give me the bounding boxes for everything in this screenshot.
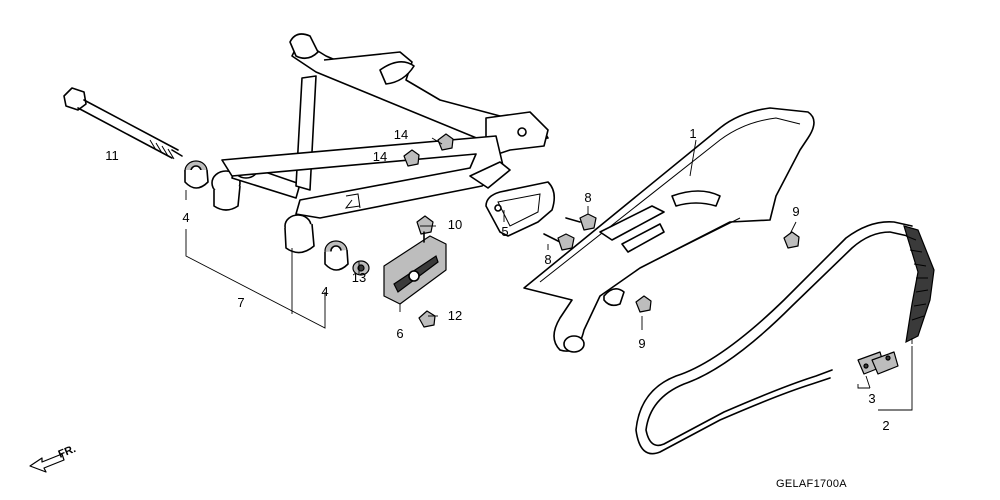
chain-slider[interactable]: [383, 235, 447, 305]
bush-right[interactable]: [324, 240, 349, 271]
joint-set[interactable]: [857, 351, 899, 375]
callout-nut-lower-14: 14: [373, 149, 387, 164]
nut-upper[interactable]: [437, 133, 454, 151]
callout-chain-slider: 6: [396, 326, 403, 341]
chain-guide[interactable]: [485, 181, 556, 237]
direction-label: FR.: [57, 443, 78, 461]
slider-nut[interactable]: [418, 310, 436, 328]
callout-bolt-upper: 8: [584, 190, 591, 205]
callout-bush-right: 4: [321, 284, 328, 299]
leader-lines: [185, 137, 913, 411]
callout-nut-lower: 9: [638, 336, 645, 351]
nut-lower[interactable]: [403, 149, 420, 167]
callout-nut-rear: 9: [792, 204, 799, 219]
callout-nut-upper: 14: [394, 127, 408, 142]
callout-joint-set: 3: [868, 391, 875, 406]
callout-bolt-flange: 10: [448, 217, 462, 232]
diagram-code: GELAF1700A: [776, 478, 847, 490]
chain-links: [903, 225, 935, 344]
callout-chain-case: 1: [689, 126, 696, 141]
chain-case[interactable]: [523, 107, 815, 353]
bolt-upper[interactable]: [565, 213, 597, 231]
callouts: 1 2 3 4 4 5 6 7 8 8 9 9 10 11 12 13 14 1…: [105, 126, 889, 433]
nut-lower-9[interactable]: [635, 295, 652, 313]
bolt-lower[interactable]: [543, 233, 575, 251]
callout-bolt-lower: 8: [544, 252, 551, 267]
callout-chain-guide: 5: [501, 224, 508, 239]
front-direction-arrow: FR.: [29, 443, 78, 473]
callout-pivot-bolt: 11: [105, 148, 119, 163]
pivot-bolt[interactable]: [63, 87, 183, 160]
swingarm-frame: [211, 33, 549, 254]
arrow-icon: [29, 453, 65, 473]
nut-rear[interactable]: [783, 231, 800, 249]
callout-bush-left: 4: [182, 210, 189, 225]
callout-drive-chain: 2: [882, 418, 889, 433]
callout-collar: 13: [352, 270, 366, 285]
callout-swingarm-set: 7: [237, 295, 244, 310]
bolt-flange[interactable]: [416, 215, 434, 243]
drive-chain[interactable]: [635, 221, 935, 455]
collar[interactable]: [352, 260, 370, 276]
callout-slider-nut: 12: [448, 308, 462, 323]
bush-left[interactable]: [184, 160, 209, 189]
